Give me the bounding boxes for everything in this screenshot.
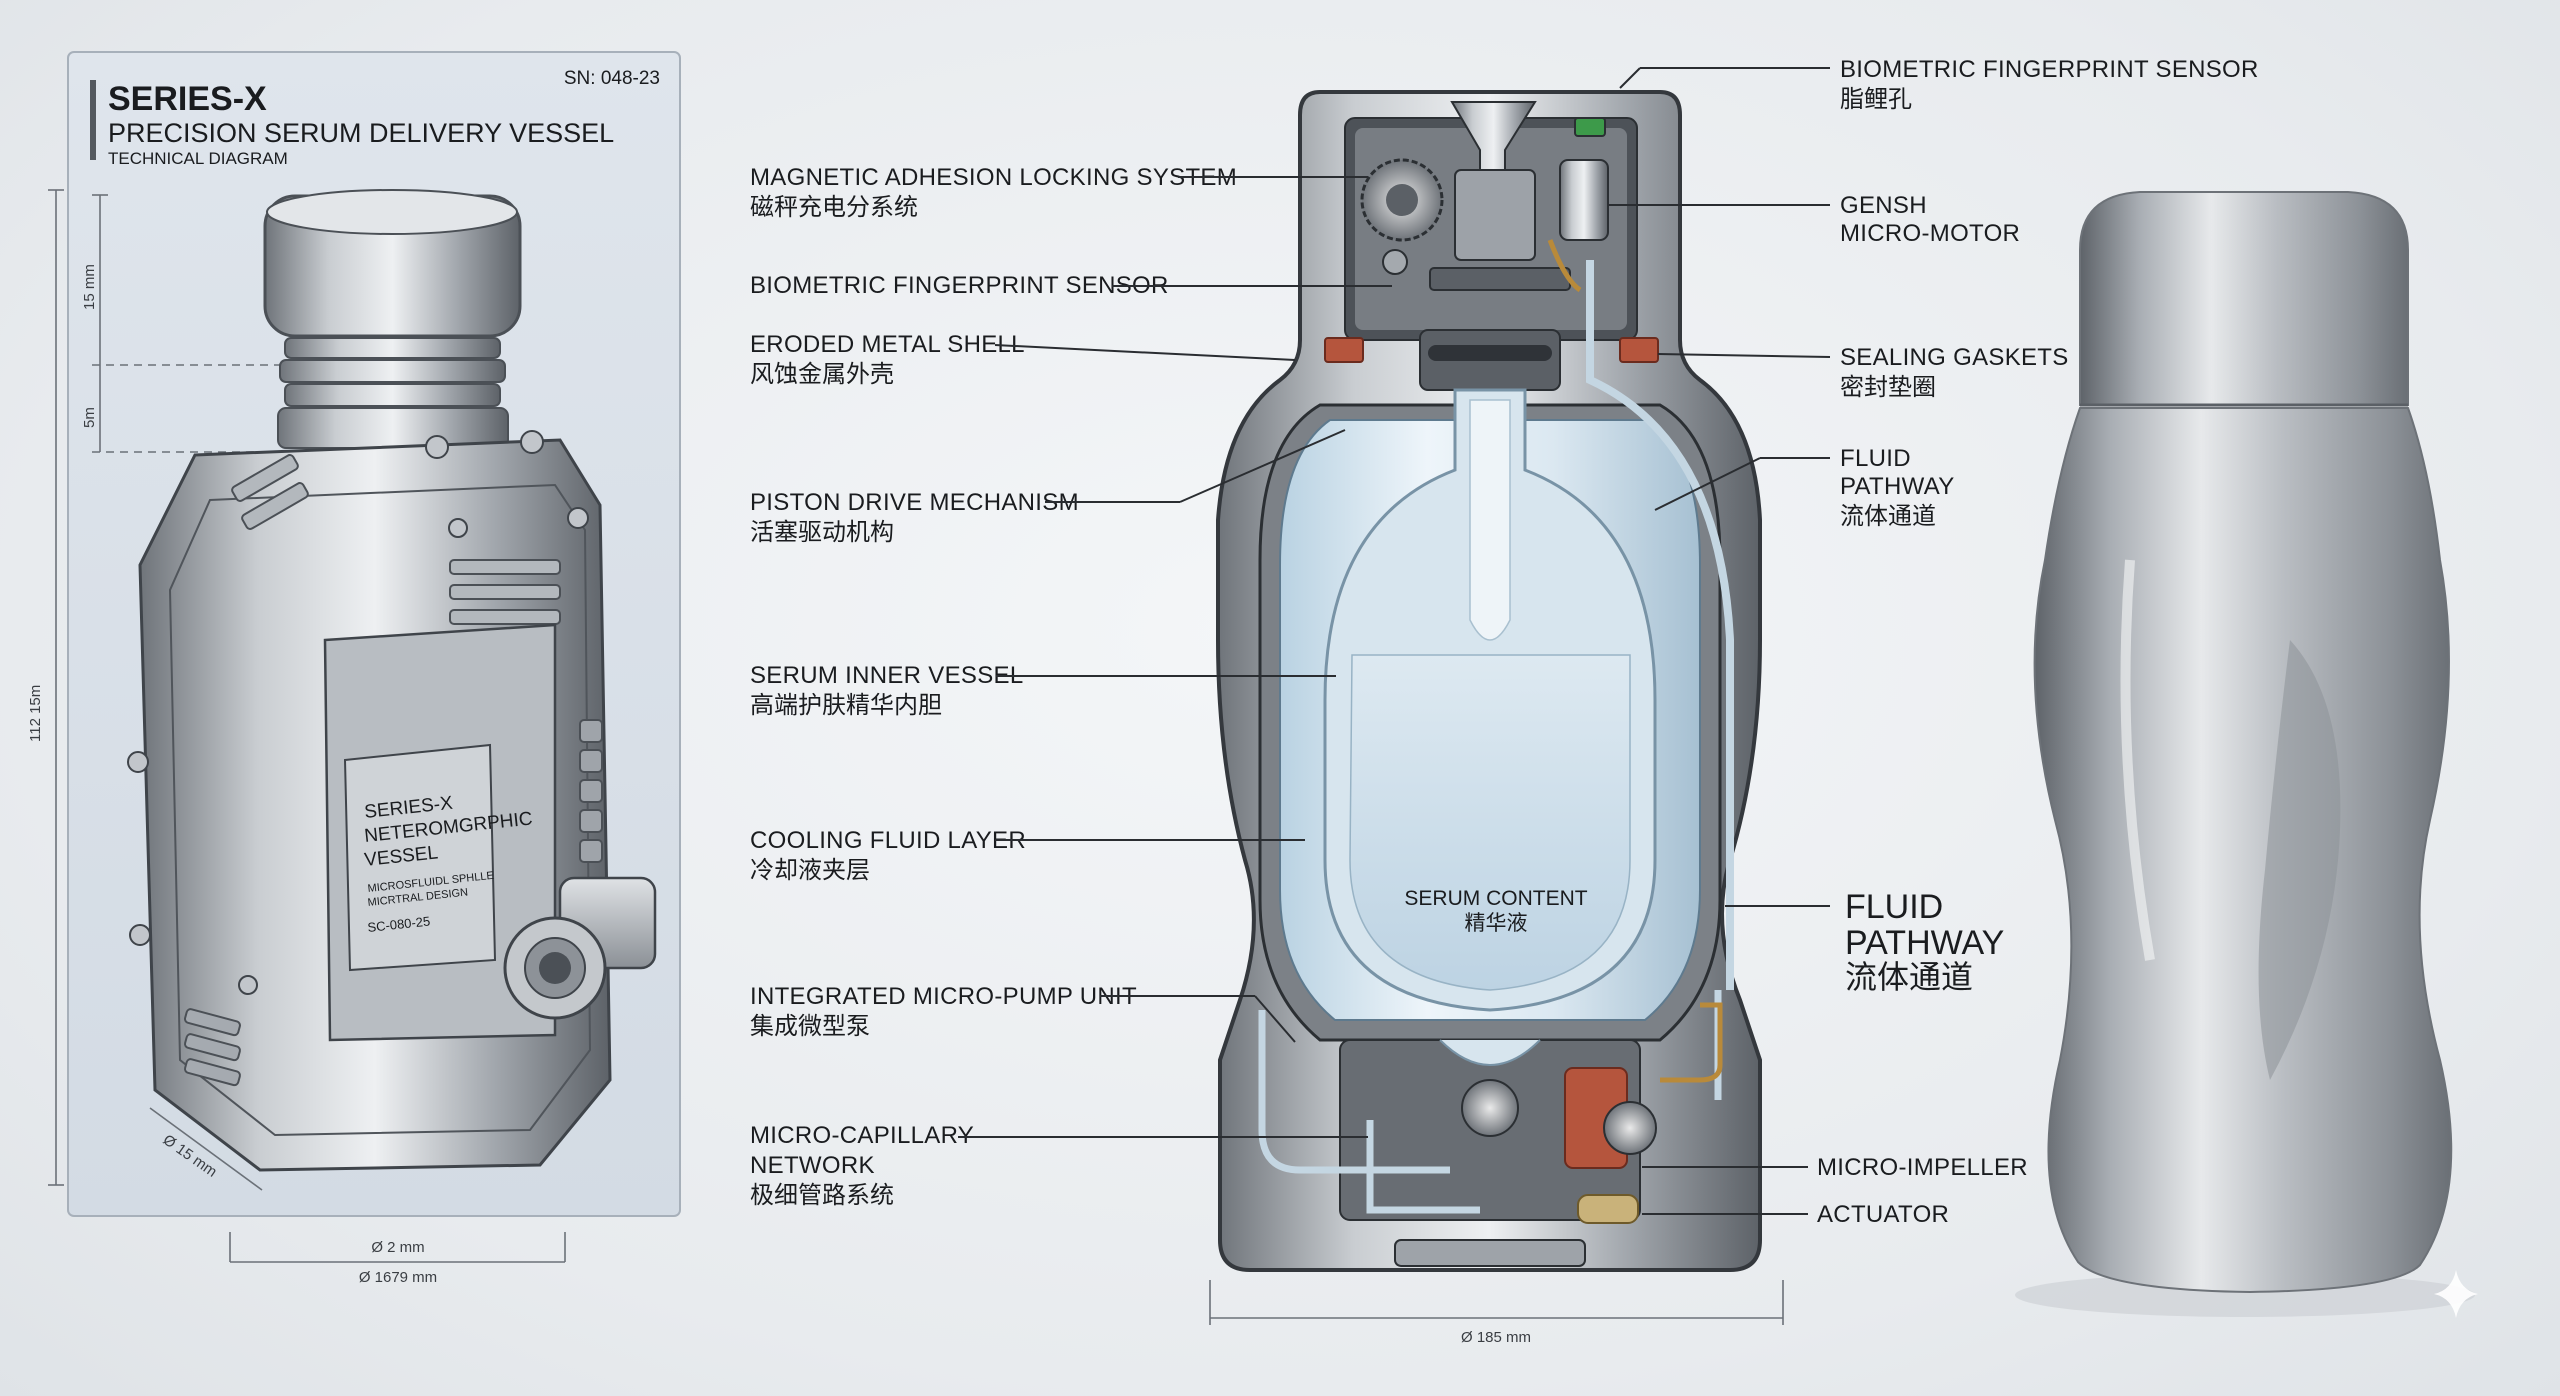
panel-subtitle: PRECISION SERUM DELIVERY VESSEL	[108, 118, 614, 148]
label-gensh-en1: GENSH	[1840, 192, 1927, 219]
label-biometric-right-en: BIOMETRIC FINGERPRINT SENSOR	[1840, 56, 2259, 83]
plate-line-6: SC-080-25	[367, 913, 431, 934]
label-fluid2-en2: PATHWAY	[1845, 924, 2004, 962]
label-serum-vessel-zh: 高端护肤精华内胆	[750, 692, 942, 719]
serum-content-zh: 精华液	[1465, 912, 1528, 935]
label-capillary-zh: 极细管路系统	[750, 1182, 894, 1209]
label-fluid2-en1: FLUID	[1845, 888, 1943, 926]
panel-caption: TECHNICAL DIAGRAM	[108, 149, 288, 168]
label-piston-zh: 活塞驱动机构	[750, 519, 894, 546]
dim-neck-height: 5m	[81, 407, 98, 428]
label-biometric-right-zh: 脂鲤孔	[1840, 86, 1912, 113]
sealing-gaskets	[1324, 337, 1659, 363]
label-piston-en: PISTON DRIVE MECHANISM	[750, 489, 1079, 516]
center-bottom-dimension: Ø 185 mm	[1209, 1280, 1784, 1346]
label-pump-zh: 集成微型泵	[750, 1013, 870, 1040]
label-actuator-en: ACTUATOR	[1817, 1201, 1949, 1228]
label-fluid1-en2: PATHWAY	[1840, 473, 1955, 500]
label-gaskets-zh: 密封垫圈	[1840, 374, 1936, 401]
dim-width-outer: Ø 1679 mm	[359, 1269, 437, 1286]
dim-bottom-width: Ø 185 mm	[1461, 1329, 1531, 1346]
label-cooling-zh: 冷却液夹层	[750, 857, 870, 884]
serial-number: SN: 048-23	[564, 68, 660, 89]
label-pump-en: INTEGRATED MICRO-PUMP UNIT	[750, 983, 1137, 1010]
serum-content-en: SERUM CONTENT	[1404, 887, 1587, 910]
label-fluid1-zh: 流体通道	[1840, 503, 1936, 530]
dim-cap-height: 15 mm	[81, 264, 98, 310]
panel-title: SERIES-X	[108, 80, 267, 118]
armored-vessel-illustration: SERIES-X NETEROMGRPHIC VESSEL MICROSFLUI…	[127, 189, 657, 1172]
dim-width-inner: Ø 2 mm	[371, 1239, 424, 1256]
label-biometric-left-en: BIOMETRIC FINGERPRINT SENSOR	[750, 272, 1169, 299]
label-gensh-en2: MICRO-MOTOR	[1840, 220, 2020, 247]
label-eroded-zh: 风蚀金属外壳	[750, 361, 894, 388]
label-fluid1-en1: FLUID	[1840, 445, 1911, 472]
label-capillary-en2: NETWORK	[750, 1152, 875, 1179]
label-capillary-en1: MICRO-CAPILLARY	[750, 1122, 974, 1149]
left-panel: SERIES-X PRECISION SERUM DELIVERY VESSEL…	[27, 51, 681, 1286]
side-port	[503, 876, 657, 1020]
dim-total-height: 112 15m	[27, 685, 44, 742]
right-callouts: BIOMETRIC FINGERPRINT SENSOR 脂鲤孔 GENSH M…	[1608, 56, 2259, 1228]
left-callouts: MAGNETIC ADHESION LOCKING SYSTEM 磁秤充电分系统…	[750, 164, 1392, 1209]
label-eroded-en: ERODED METAL SHELL	[750, 331, 1025, 358]
label-magnetic-zh: 磁秤充电分系统	[750, 194, 918, 221]
title-bar-accent	[90, 80, 96, 160]
label-serum-vessel-en: SERUM INNER VESSEL	[750, 662, 1023, 689]
label-impeller-en: MICRO-IMPELLER	[1817, 1154, 2028, 1181]
label-cooling-en: COOLING FLUID LAYER	[750, 827, 1026, 854]
label-fluid2-zh: 流体通道	[1845, 959, 1973, 995]
label-gaskets-en: SEALING GASKETS	[1840, 344, 2069, 371]
label-magnetic-en: MAGNETIC ADHESION LOCKING SYSTEM	[750, 164, 1237, 191]
sparkle-icon	[2434, 1270, 2478, 1318]
exterior-bottle	[2015, 191, 2475, 1317]
cutaway-illustration: SERUM CONTENT 精华液	[1216, 90, 1762, 1272]
